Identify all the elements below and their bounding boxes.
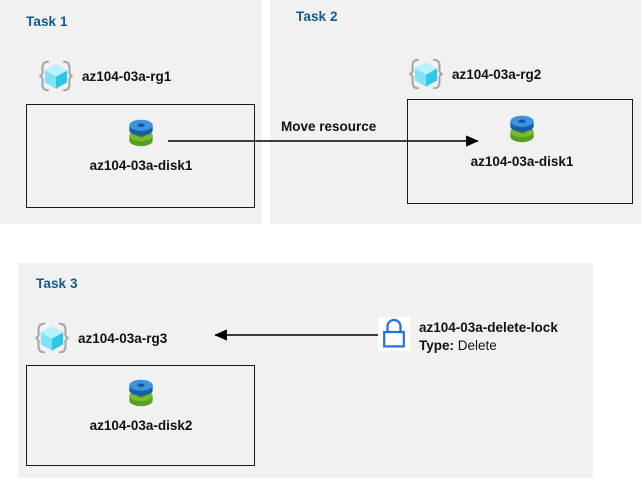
disk-label-task-3: az104-03a-disk2 [89,418,193,433]
resource-group-icon [409,58,443,90]
disk-resource-task-2: az104-03a-disk1 [458,110,586,169]
lock-icon [383,318,405,348]
lock-text-block: az104-03a-delete-lock Type: Delete [419,317,558,355]
panel-title-task-1: Task 1 [26,14,68,29]
resource-group-icon [35,322,69,354]
panel-title-task-3: Task 3 [36,276,78,291]
lock-type-line: Type: Delete [419,338,497,353]
resource-box-task-3 [26,365,255,466]
disk-label-task-2: az104-03a-disk1 [470,154,574,169]
resource-box-task-1 [26,104,255,208]
managed-disk-icon [129,379,153,407]
lock-icon-background [378,317,410,351]
lock-type-value: Delete [457,338,497,353]
panel-task-2 [270,0,641,224]
resource-group-label-task-1: az104-03a-rg1 [82,68,172,84]
resource-group-task-1: az104-03a-rg1 [37,57,171,95]
delete-lock-group: az104-03a-delete-lock Type: Delete [378,317,558,355]
managed-disk-icon [129,119,153,147]
panel-title-task-2: Task 2 [296,9,338,24]
resource-group-label-task-3: az104-03a-rg3 [78,330,168,346]
panel-task-1 [0,0,262,224]
lock-name: az104-03a-delete-lock [419,320,558,335]
disk-resource-task-3: az104-03a-disk2 [77,374,205,433]
connector-label-move-resource: Move resource [281,119,377,134]
disk-label-task-1: az104-03a-disk1 [89,158,193,173]
disk-resource-task-1: az104-03a-disk1 [77,114,205,173]
resource-box-task-2 [407,99,633,204]
resource-group-task-3: az104-03a-rg3 [33,319,167,357]
panel-task-3 [18,263,593,478]
resource-group-icon [39,60,73,92]
lock-type-label: Type: [419,338,455,353]
resource-group-task-2: az104-03a-rg2 [407,55,541,93]
resource-group-label-task-2: az104-03a-rg2 [452,66,542,82]
managed-disk-icon [510,115,534,143]
